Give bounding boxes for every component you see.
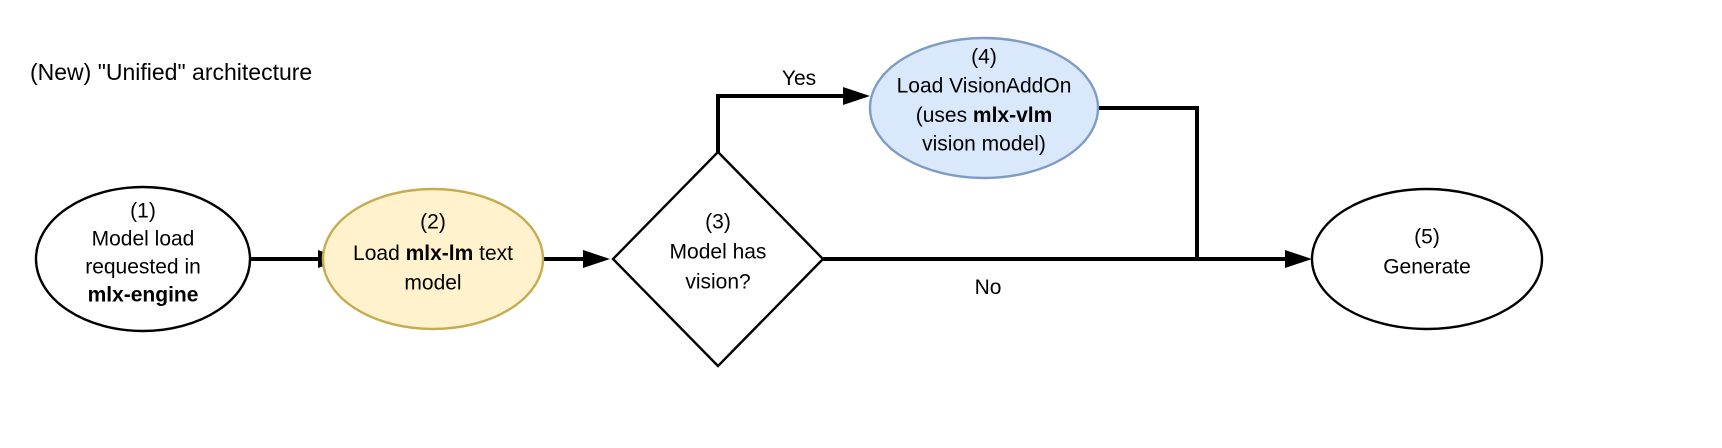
node-1-number: (1) bbox=[130, 200, 156, 223]
edge-4-to-5-path bbox=[1098, 106, 1199, 259]
edge-3-to-4-yes bbox=[716, 87, 870, 152]
node-3-diamond[interactable] bbox=[611, 150, 825, 368]
node-2-line-1-c: text bbox=[473, 242, 513, 265]
node-4-number: (4) bbox=[971, 46, 997, 69]
node-4-line-2-a: (uses bbox=[916, 104, 973, 127]
edge-2-to-3 bbox=[543, 250, 610, 268]
node-4-line-2: (uses mlx-vlm bbox=[916, 104, 1053, 127]
node-3-line-2: vision? bbox=[685, 271, 750, 294]
node-1-line-3: mlx-engine bbox=[88, 284, 199, 307]
node-model-has-vision-decision[interactable]: (3) Model has vision? bbox=[611, 150, 825, 368]
node-load-mlx-lm-text-model[interactable]: (2) Load mlx-lm text model bbox=[321, 187, 545, 331]
edge-label-no: No bbox=[975, 276, 1002, 299]
node-2-line-2: model bbox=[404, 272, 461, 295]
node-2-line-1-a: Load bbox=[353, 242, 406, 265]
node-1-line-2: requested in bbox=[85, 256, 201, 279]
node-2-line-1: Load mlx-lm text bbox=[353, 242, 513, 265]
node-5-number: (5) bbox=[1414, 226, 1440, 249]
node-2-line-1-bold: mlx-lm bbox=[406, 242, 474, 265]
node-model-load-requested[interactable]: (1) Model load requested in mlx-engine bbox=[34, 185, 252, 333]
edge-3-to-5-arrowhead bbox=[1285, 250, 1312, 268]
node-5-ellipse[interactable] bbox=[1310, 187, 1544, 331]
edge-label-yes: Yes bbox=[782, 67, 816, 90]
node-4-line-3: vision model) bbox=[922, 133, 1046, 156]
node-1-ellipse[interactable] bbox=[34, 185, 252, 333]
node-generate[interactable]: (5) Generate bbox=[1310, 187, 1544, 331]
node-4-ellipse[interactable] bbox=[868, 36, 1100, 180]
edge-3-to-4-path bbox=[716, 94, 843, 152]
edge-3-to-4-arrowhead bbox=[843, 87, 870, 105]
edge-3-to-5-no bbox=[823, 250, 1312, 268]
node-5-line-1: Generate bbox=[1383, 256, 1471, 279]
node-3-line-1: Model has bbox=[670, 241, 767, 264]
node-4-line-2-bold: mlx-vlm bbox=[973, 104, 1052, 127]
node-2-number: (2) bbox=[420, 211, 446, 234]
page-title: (New) "Unified" architecture bbox=[30, 59, 312, 85]
node-load-vision-addon[interactable]: (4) Load VisionAddOn (uses mlx-vlm visio… bbox=[868, 36, 1100, 180]
edge-2-to-3-arrowhead bbox=[583, 250, 610, 268]
node-1-line-1: Model load bbox=[92, 228, 195, 251]
edge-4-to-5 bbox=[1098, 106, 1199, 259]
node-2-ellipse[interactable] bbox=[321, 187, 545, 331]
node-3-number: (3) bbox=[705, 211, 731, 234]
node-4-line-1: Load VisionAddOn bbox=[897, 75, 1072, 98]
